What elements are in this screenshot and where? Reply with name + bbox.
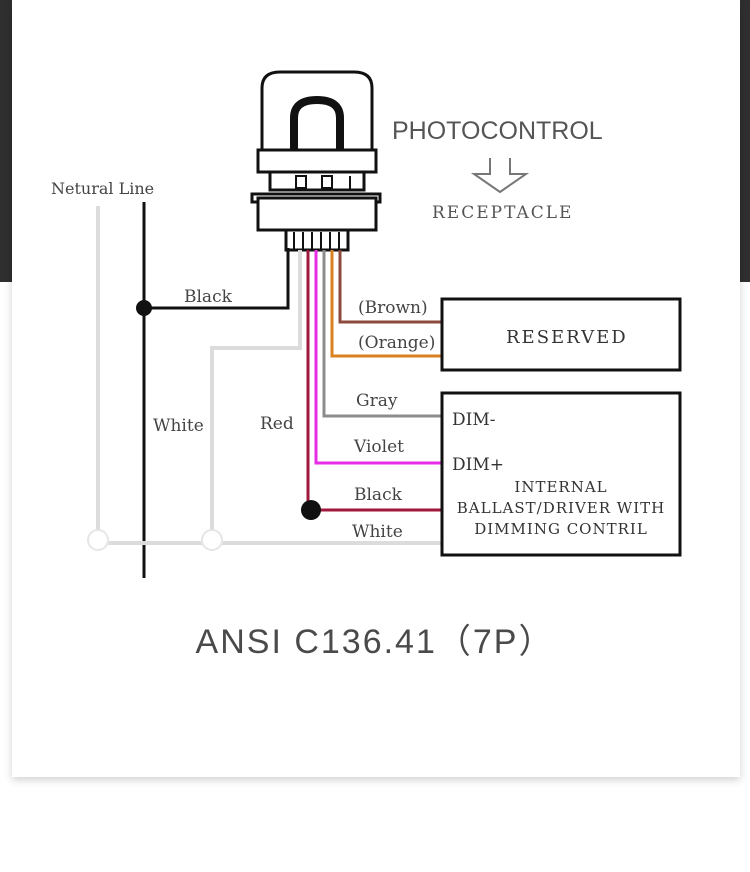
black-junction-dot [136, 300, 152, 316]
photocontrol-title: PHOTOCONTROL [392, 117, 603, 145]
violet-wire [314, 250, 442, 465]
white-left-label: White [153, 416, 204, 436]
reserved-box [440, 297, 682, 372]
brown-label: (Brown) [358, 298, 428, 318]
driver-box [440, 391, 682, 557]
receptacle-label: RECEPTACLE [432, 203, 573, 223]
gray-wire [322, 250, 442, 418]
black-wire-top [144, 248, 290, 310]
orange-wire [330, 250, 442, 358]
red-black-junction-dot [301, 500, 321, 520]
driver-line-3: DIMMING CONTRIL [474, 520, 648, 538]
driver-line-2: BALLAST/DRIVER WITH [457, 499, 665, 517]
white-wire-control [210, 250, 302, 540]
orange-label: (Orange) [358, 333, 435, 353]
down-arrow-icon [470, 158, 530, 194]
white-bottom-label: White [352, 522, 403, 542]
photocontrol-icon [256, 70, 378, 192]
standard-caption: ANSI C136.41（7P） [195, 623, 555, 661]
gray-label: Gray [356, 391, 398, 411]
reserved-label: RESERVED [506, 327, 628, 348]
diagram-card [12, 0, 740, 777]
black-bottom-label: Black [354, 485, 403, 505]
receptacle-icon [250, 192, 382, 252]
violet-label: Violet [353, 437, 404, 457]
neutral-line-label: Netural Line [51, 179, 154, 198]
black-top-label: Black [184, 287, 233, 307]
brown-wire [338, 250, 442, 324]
white-junction-right [201, 529, 223, 551]
red-wire [306, 250, 442, 512]
driver-line-1: INTERNAL [514, 478, 607, 496]
dim-plus-label: DIM+ [452, 455, 504, 475]
dim-minus-label: DIM- [452, 410, 496, 430]
red-label: Red [260, 414, 294, 434]
white-junction-left [87, 529, 109, 551]
